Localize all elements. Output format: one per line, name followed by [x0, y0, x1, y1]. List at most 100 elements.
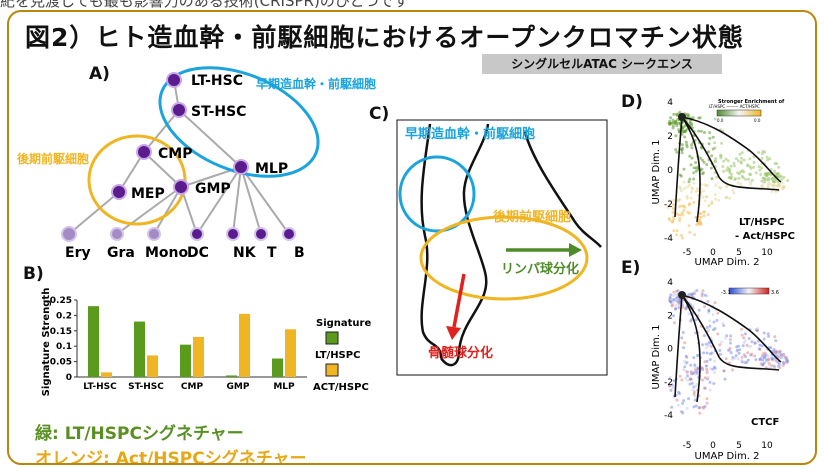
tree-node-label: LT-HSC — [191, 73, 243, 89]
bar-legend-lt: LT/HSPC — [315, 350, 360, 361]
umap-d-ylabel: UMAP Dim. 1 — [651, 140, 662, 205]
umap-d-legend-title: Stronger Enrichment of — [718, 99, 785, 105]
panel-label-c: C) — [369, 104, 390, 124]
bar-ytick-label: 0.1 — [56, 342, 72, 352]
early-progenitor-ellipse — [158, 66, 320, 178]
bar-lt-hsc-act-hspc — [101, 372, 112, 377]
tree-leaf-nk — [226, 227, 240, 241]
myeloid-arrow-shaft — [452, 273, 466, 328]
schematic-myeloid-label: 骨髄球分化 — [428, 345, 493, 361]
umap-xtick-label: 10 — [761, 441, 773, 451]
bar-lt-hsc-lt-hspc — [88, 306, 99, 377]
tree-leaf-label: Gra — [107, 245, 135, 261]
umap-e-annot: CTCF — [751, 417, 779, 428]
figure-title: 図2）ヒト造血幹・前駆細胞におけるオープンクロマチン状態 — [25, 23, 744, 52]
tree-node-mep — [111, 184, 127, 200]
bar-legend-act: ACT/HSPC — [313, 382, 369, 393]
bar-legend-swatch-lt — [325, 331, 339, 345]
umap-ytick-label: 4 — [667, 278, 673, 288]
panel-label-d: D) — [621, 92, 643, 112]
tree-leaf-label: B — [294, 245, 305, 261]
bar-ytick-label: 0.05 — [50, 358, 72, 368]
schematic-late-ellipse — [419, 215, 589, 301]
umap-ytick-label: -4 — [664, 234, 673, 244]
bar-category-label: LT-HSC — [83, 382, 117, 392]
schematic-lymph-label: リンパ球分化 — [501, 261, 579, 277]
tree-leaf-label: NK — [233, 245, 257, 261]
tree-node-label: MLP — [255, 161, 288, 177]
schematic-early-label: 早期造血幹・前駆細胞 — [405, 126, 535, 142]
umap-e-panel: -3.1 3.6 CTCF UMAP Dim. 2 UMAP Dim. 1 -5… — [651, 278, 790, 462]
myeloid-arrow-head — [446, 326, 461, 340]
bar-mlp-lt-hspc — [272, 358, 283, 377]
tree-leaf-b — [282, 227, 296, 241]
bar-category-label: MLP — [273, 382, 295, 392]
tree-node-lt-hsc — [166, 72, 182, 88]
panel-label-b: B) — [23, 264, 44, 284]
tree-node-label: MEP — [131, 186, 165, 202]
lymph-arrow-head — [569, 243, 582, 257]
bar-ytick-label: 0.25 — [50, 296, 72, 306]
tree-node-gmp — [173, 179, 189, 195]
tree-leaf-label: DC — [187, 245, 209, 261]
tree-leaf-mono — [147, 227, 161, 241]
bar-ytick-label: 0 — [66, 373, 72, 383]
tree-leaf-dc — [190, 227, 204, 241]
umap-d-annot1: LT/HSPC — [739, 217, 784, 228]
tree-leaf-label: T — [267, 245, 277, 261]
bar-ytick-label: 0.2 — [56, 311, 72, 321]
umap-d-xlabel: UMAP Dim. 2 — [695, 257, 760, 268]
bar-ytick-label: 0.15 — [50, 327, 72, 337]
umap-e-xlabel: UMAP Dim. 2 — [695, 451, 760, 462]
umap-d-annot2: - Act/HSPC — [735, 231, 795, 242]
umap-ytick-label: 2 — [667, 132, 673, 142]
umap-d-colorbar — [716, 109, 762, 117]
bar-category-label: ST-HSC — [128, 382, 164, 392]
umap-d-legend-sub: LT/HSPC ——— ACT/HSPC — [709, 104, 760, 109]
panel-label-a: A) — [89, 64, 110, 84]
atac-seq-badge: シングルセルATAC シークエンス — [482, 54, 722, 74]
bar-st-hsc-lt-hspc — [134, 321, 145, 377]
umap-xtick-label: -5 — [683, 248, 692, 258]
green-signature-caption: 緑: LT/HSPCシグネチャー — [35, 424, 244, 444]
bar-cmp-act-hspc — [193, 336, 204, 377]
umap-ytick-label: 2 — [667, 311, 673, 321]
umap-ytick-label: 4 — [667, 98, 673, 108]
tree-node-label: ST-HSC — [191, 104, 246, 120]
bar-gmp-act-hspc — [239, 313, 250, 377]
tree-leaf-gra — [110, 227, 124, 241]
tree-late-label: 後期前駆細胞 — [17, 151, 89, 166]
umap-e-colorbar — [728, 287, 770, 295]
bar-category-label: CMP — [181, 382, 204, 392]
umap-ytick-label: -2 — [664, 200, 673, 210]
schematic-late-label: 後期前駆細胞 — [493, 209, 571, 225]
umap-xtick-label: 5 — [736, 441, 742, 451]
bar-st-hsc-act-hspc — [147, 355, 158, 377]
umap-e-ylabel: UMAP Dim. 1 — [651, 325, 662, 390]
umap-xtick-label: -5 — [683, 441, 692, 451]
umap-xtick-label: 0 — [710, 441, 716, 451]
late-progenitor-ellipse — [87, 134, 187, 226]
umap-xtick-label: 5 — [736, 248, 742, 258]
umap-plots: Stronger Enrichment of LT/HSPC ——— ACT/H… — [651, 98, 795, 462]
cut-header-text: 紀を見渡しても最も影響力のある技術(CRISPR)のひとつです — [0, 0, 824, 8]
tree-early-label: 早期造血幹・前駆細胞 — [256, 76, 376, 91]
tree-node-mlp — [233, 159, 249, 175]
orange-signature-caption: オレンジ: Act/HSPCシグネチャー — [35, 449, 307, 465]
umap-ytick-label: -4 — [664, 411, 673, 421]
bar-mlp-act-hspc — [285, 329, 296, 377]
tree-leaf-t — [254, 227, 268, 241]
schematic-early-ellipse — [398, 155, 476, 233]
tree-node-st-hsc — [171, 102, 187, 118]
bar-category-label: GMP — [227, 382, 250, 392]
bar-legend-swatch-act — [325, 363, 339, 377]
bar-gmp-lt-hspc — [226, 375, 237, 377]
umap-xtick-label: 0 — [710, 248, 716, 258]
tree-node-label: CMP — [158, 146, 192, 162]
umap-e-legend-min: -3.1 — [721, 290, 731, 296]
tree-leaf-label: Ery — [65, 245, 91, 261]
tree-leaf-ery — [61, 226, 77, 242]
umap-ytick-label: 0 — [667, 166, 673, 176]
